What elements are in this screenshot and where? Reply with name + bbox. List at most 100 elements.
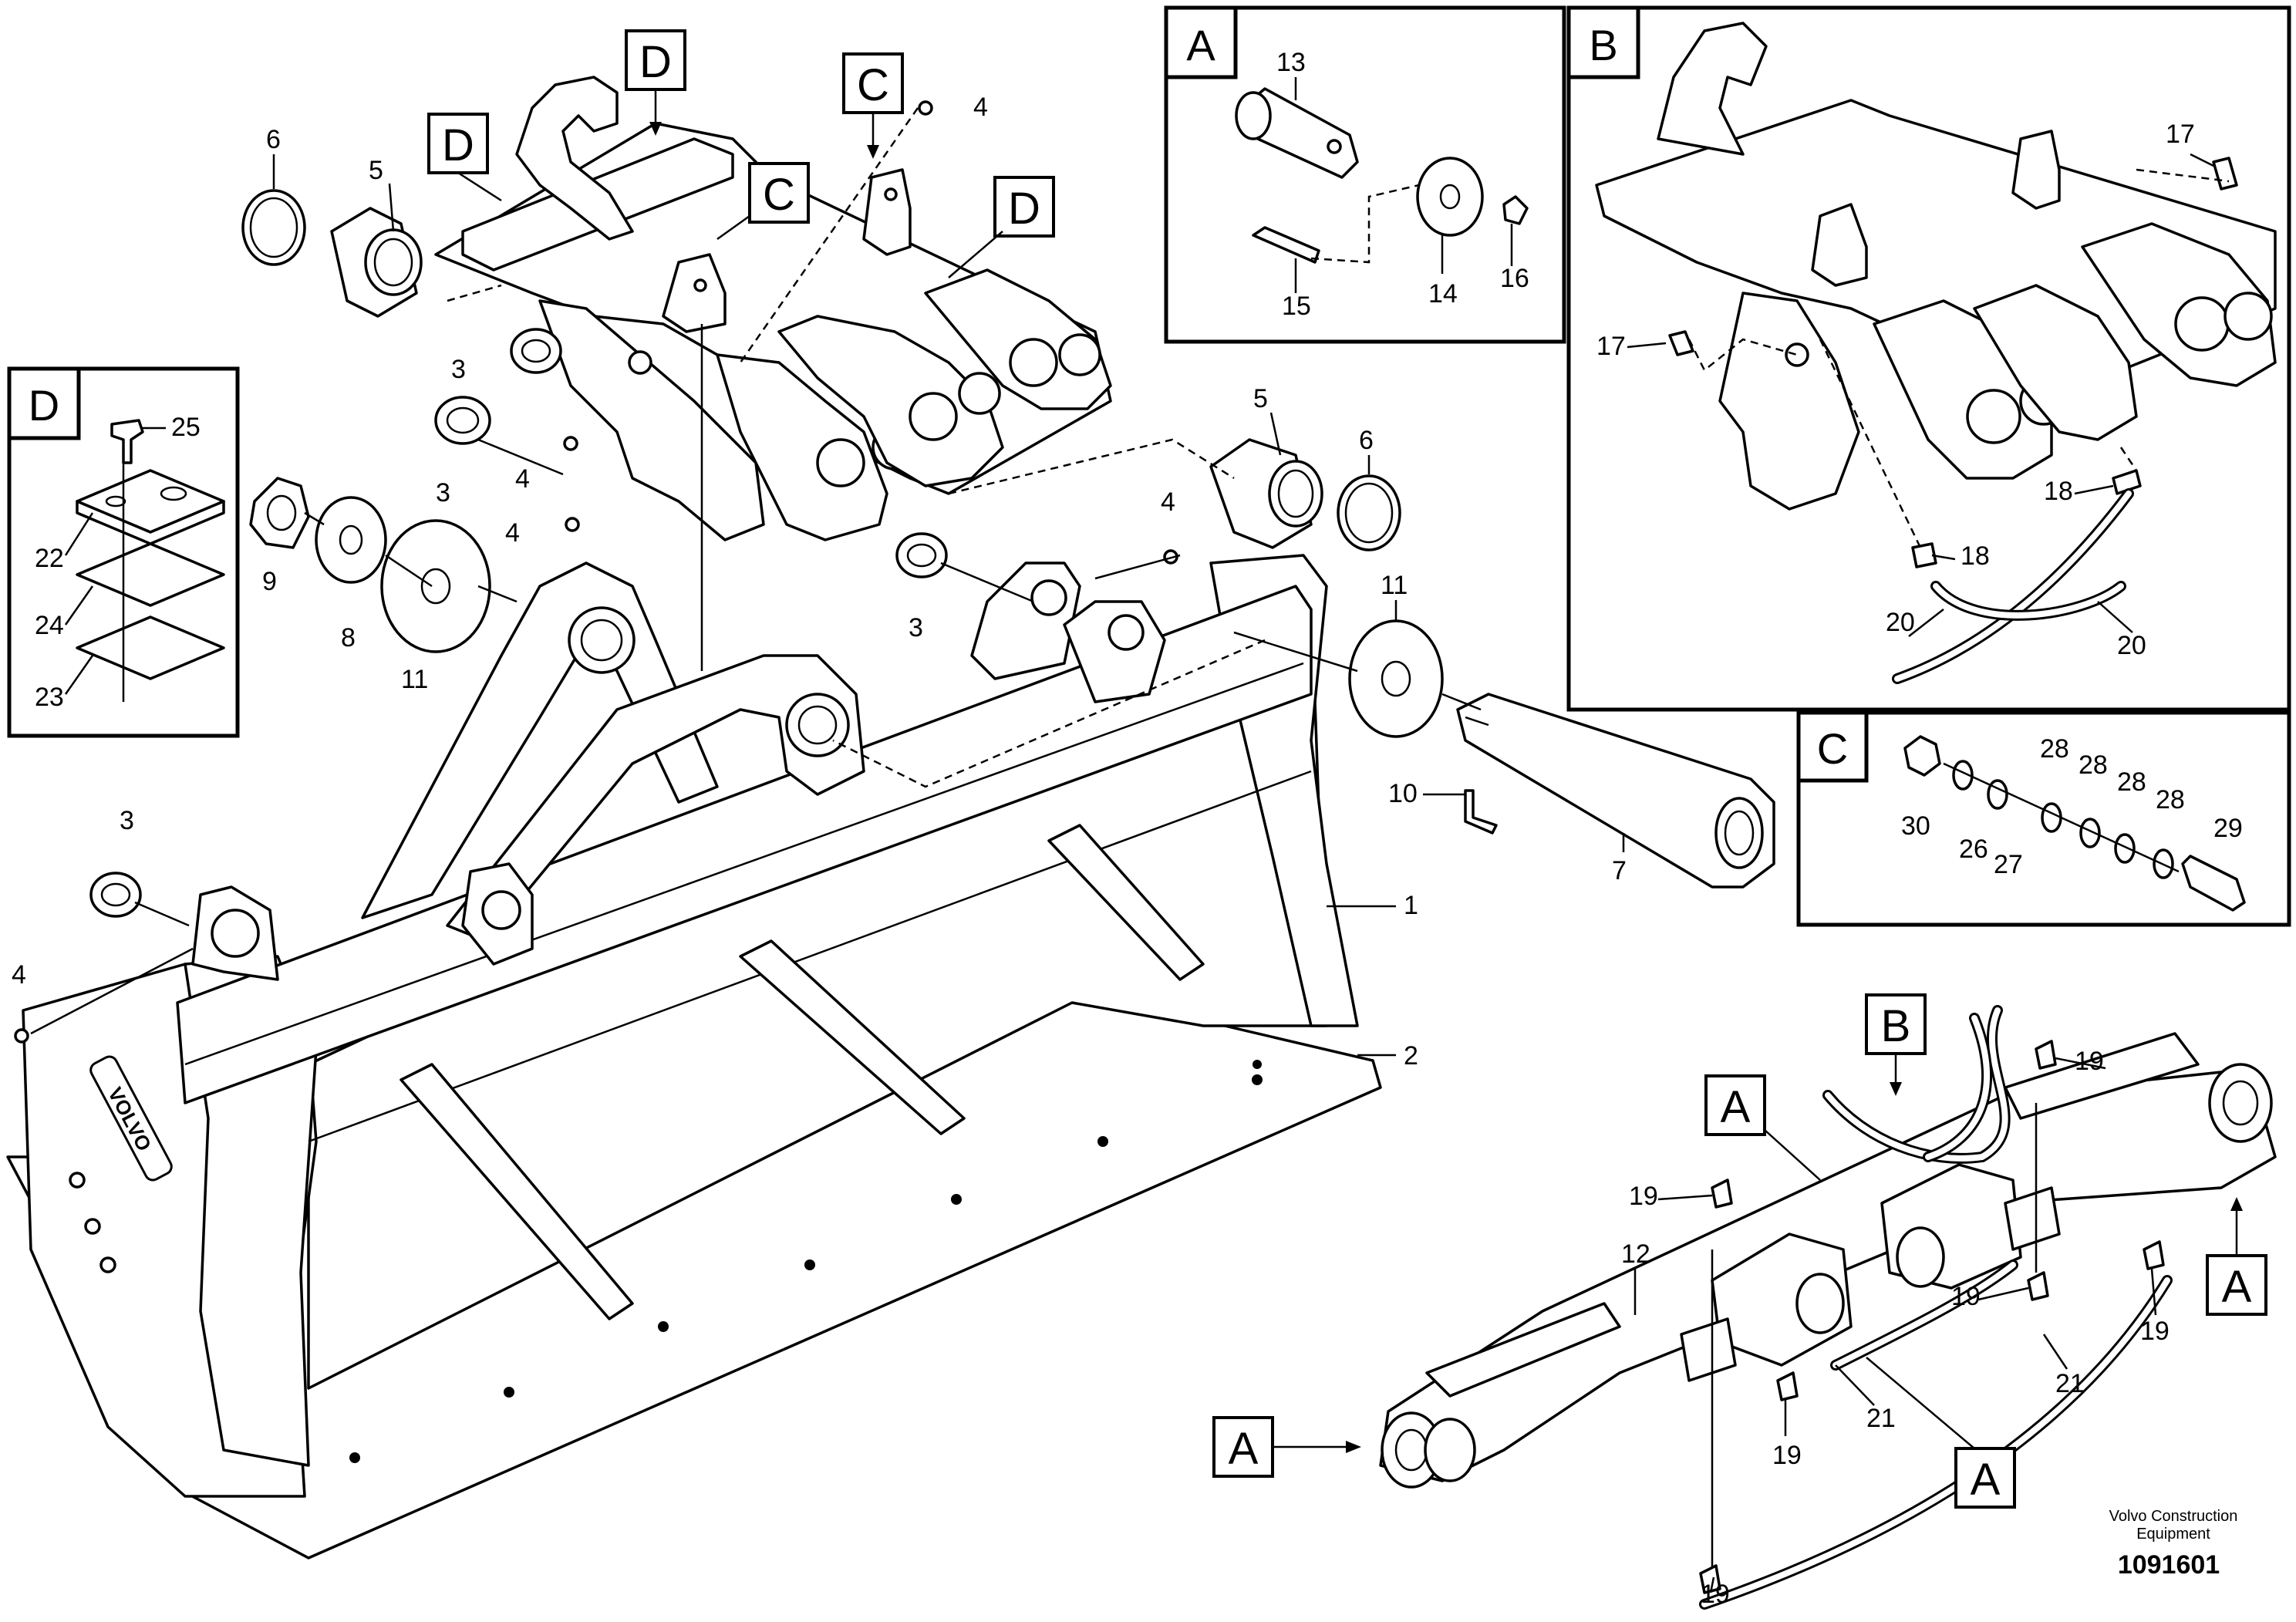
svg-text:A: A bbox=[1971, 1455, 2001, 1505]
part-label-11a: 11 bbox=[401, 665, 428, 694]
bolt-15 bbox=[1252, 226, 1320, 264]
detail-panel-b: B bbox=[1566, 5, 2291, 712]
part-label-6b: 6 bbox=[1359, 426, 1374, 455]
callout-c-1: C bbox=[842, 52, 904, 159]
panel-a-label: A bbox=[1186, 21, 1215, 69]
b-lug-2 bbox=[2011, 130, 2061, 210]
label-leaders bbox=[64, 77, 2214, 1593]
part-label-17b: 17 bbox=[1596, 332, 1626, 361]
fittings-19 bbox=[1699, 1040, 2165, 1594]
part-label-4b: 4 bbox=[515, 464, 530, 494]
part-label-4c: 4 bbox=[505, 518, 520, 548]
grease-nipple-4b bbox=[563, 436, 578, 451]
part-label-12: 12 bbox=[1621, 1239, 1650, 1269]
bucket-rib-2 bbox=[739, 939, 966, 1135]
drawing-footer: Volvo Construction Equipment 1091601 bbox=[2109, 1508, 2238, 1580]
part-label-28d: 28 bbox=[2156, 785, 2185, 814]
bushing-3b bbox=[510, 328, 562, 374]
footer-brand-line-2: Equipment bbox=[2136, 1526, 2210, 1543]
b-fitting-17-left bbox=[1668, 330, 1694, 356]
callout-a-2: A bbox=[2206, 1197, 2267, 1316]
part-label-26: 26 bbox=[1959, 835, 1988, 864]
part-label-23: 23 bbox=[35, 683, 64, 712]
part-label-4e: 4 bbox=[12, 960, 26, 990]
washer-28b bbox=[2079, 818, 2101, 848]
part-label-17a: 17 bbox=[2166, 120, 2195, 149]
grease-nipple-4c bbox=[565, 517, 580, 532]
part-label-15: 15 bbox=[1282, 292, 1311, 321]
detail-panel-a: A bbox=[1164, 5, 1566, 344]
part-label-16: 16 bbox=[1500, 264, 1529, 293]
coupler-arm-right bbox=[777, 315, 1004, 487]
cylinder-eye-right bbox=[2208, 1063, 2273, 1143]
b-arm-right bbox=[2081, 222, 2277, 387]
screw-25 bbox=[110, 419, 144, 464]
svg-text:A: A bbox=[1229, 1424, 1259, 1474]
part-label-1: 1 bbox=[1404, 891, 1418, 920]
part-label-20b: 20 bbox=[2117, 631, 2146, 660]
b-arm-left bbox=[1718, 292, 1860, 511]
part-number-labels: 1 2 3 3 3 3 4 4 4 4 4 5 5 6 6 7 8 9 10 1… bbox=[12, 48, 2243, 1609]
nut-30 bbox=[1903, 735, 1941, 777]
callout-d-3: D bbox=[948, 176, 1055, 278]
seal-ring-6-right bbox=[1337, 474, 1401, 551]
svg-text:A: A bbox=[2222, 1262, 2252, 1312]
shim-23 bbox=[76, 615, 225, 680]
part-label-30: 30 bbox=[1901, 811, 1930, 841]
b-fitting-18-a bbox=[2112, 469, 2142, 495]
part-label-9: 9 bbox=[262, 567, 277, 596]
part-label-11b: 11 bbox=[1381, 571, 1408, 600]
bucket-mount-frame-arch-3 bbox=[970, 561, 1081, 680]
part-label-28b: 28 bbox=[2079, 750, 2108, 780]
callout-d-1: D bbox=[625, 29, 686, 136]
part-label-18b: 18 bbox=[1961, 541, 1990, 571]
svg-text:D: D bbox=[1008, 184, 1040, 234]
bushing-3a bbox=[434, 396, 491, 445]
part-label-14: 14 bbox=[1428, 279, 1458, 309]
coupler-arm-center bbox=[716, 353, 888, 541]
part-label-3d: 3 bbox=[120, 806, 134, 835]
washer-11-right bbox=[1348, 619, 1444, 738]
bucket-rib-1 bbox=[400, 1063, 634, 1320]
b-fitting-18-b bbox=[1911, 542, 1937, 568]
hydraulic-cylinder-assembly bbox=[1379, 1032, 2277, 1581]
coupler-arm-far-right bbox=[924, 268, 1112, 410]
panel-d-label: D bbox=[29, 381, 59, 430]
part-label-7: 7 bbox=[1612, 856, 1627, 885]
part-label-19a: 19 bbox=[2075, 1047, 2104, 1076]
panel-b-label: B bbox=[1589, 21, 1617, 69]
left-small-parts bbox=[14, 100, 1178, 1044]
washer-28c bbox=[2114, 833, 2136, 864]
callout-d-2: D bbox=[427, 113, 502, 202]
shim-24 bbox=[76, 542, 225, 607]
coupler-lug-c2 bbox=[862, 168, 912, 256]
part-label-25: 25 bbox=[171, 413, 201, 442]
part-label-24: 24 bbox=[35, 611, 64, 640]
callout-b-1: B bbox=[1865, 993, 1927, 1096]
callout-a-4: A bbox=[1866, 1357, 2016, 1509]
bolt-29 bbox=[2181, 855, 2246, 912]
quick-coupler bbox=[434, 76, 1112, 541]
part-label-19e: 19 bbox=[1772, 1441, 1802, 1470]
detail-panel-d: D bbox=[7, 366, 240, 738]
panel-c-label: C bbox=[1817, 724, 1848, 773]
part-label-5a: 5 bbox=[369, 156, 383, 185]
pin-7 bbox=[1456, 693, 1775, 889]
coupler-lug-c1 bbox=[662, 253, 727, 333]
right-small-parts bbox=[1209, 438, 1775, 889]
svg-text:D: D bbox=[639, 37, 672, 87]
coupler-hook bbox=[515, 76, 634, 241]
part-label-20a: 20 bbox=[1886, 608, 1915, 637]
b-coupler-hook bbox=[1657, 22, 1768, 156]
part-label-19d: 19 bbox=[2140, 1317, 2170, 1346]
part-label-27: 27 bbox=[1994, 850, 2023, 879]
part-label-28c: 28 bbox=[2117, 767, 2146, 797]
part-label-19c: 19 bbox=[1951, 1282, 1981, 1311]
lock-pin-10 bbox=[1464, 789, 1498, 835]
cylinder-guard-right bbox=[2004, 1032, 2200, 1120]
washer-8 bbox=[315, 496, 387, 584]
part-label-19f: 19 bbox=[1701, 1580, 1730, 1609]
footer-brand-line-1: Volvo Construction bbox=[2109, 1508, 2238, 1525]
part-label-28a: 28 bbox=[2040, 734, 2069, 764]
washer-28a bbox=[2041, 802, 2062, 833]
